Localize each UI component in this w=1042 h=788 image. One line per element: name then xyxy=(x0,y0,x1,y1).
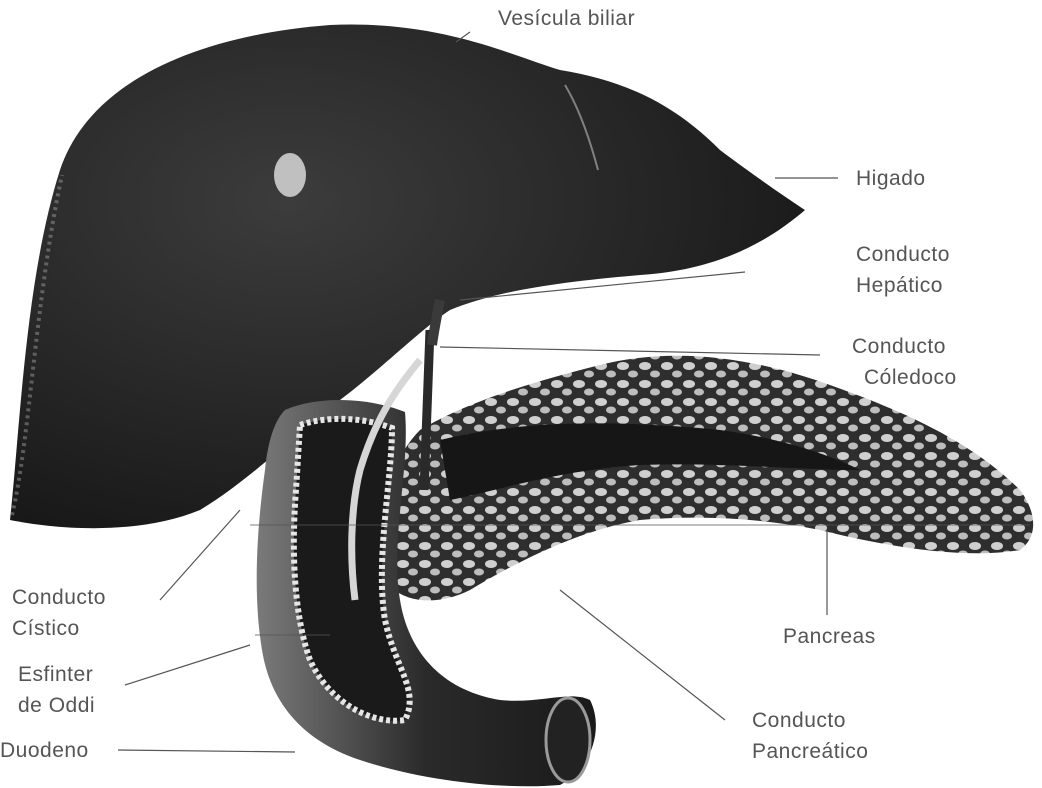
label-conducto-coledoco-2: Cóledoco xyxy=(864,365,957,390)
label-conducto-cistico-1: Conducto xyxy=(12,585,106,610)
leader-oddi xyxy=(125,645,250,685)
label-conducto-coledoco-1: Conducto xyxy=(852,334,946,359)
label-conducto-pancreatico-1: Conducto xyxy=(752,708,846,733)
label-duodeno: Duodeno xyxy=(0,738,89,763)
leader-duodeno xyxy=(118,750,295,752)
label-conducto-cistico-2: Cístico xyxy=(12,616,80,641)
leader-cistico xyxy=(160,510,240,600)
label-conducto-pancreatico-2: Pancreático xyxy=(752,739,868,764)
liver-highlight xyxy=(274,153,306,197)
duodenum-opening xyxy=(546,698,590,782)
label-conducto-hepatico-1: Conducto xyxy=(856,242,950,267)
label-esfinter-oddi-1: Esfinter xyxy=(18,662,93,687)
leader-coledoco xyxy=(440,347,820,355)
label-conducto-hepatico-2: Hepático xyxy=(856,273,943,298)
common-bile-duct xyxy=(424,330,430,490)
label-higado: Higado xyxy=(856,166,926,191)
label-pancreas: Pancreas xyxy=(783,624,876,649)
label-esfinter-oddi-2: de Oddi xyxy=(18,693,95,718)
label-vesicula-biliar: Vesícula biliar xyxy=(498,6,635,31)
